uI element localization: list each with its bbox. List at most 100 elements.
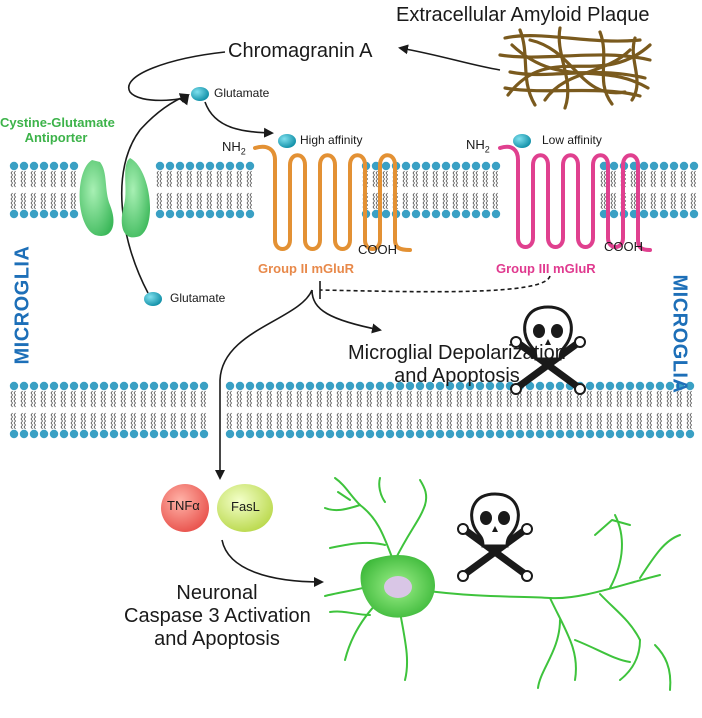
lipid-tail	[660, 170, 666, 210]
lipid-tail	[376, 390, 382, 430]
lipid-head	[165, 161, 175, 171]
receptor-to-tnf-arrow	[215, 289, 313, 480]
lipid-head	[205, 209, 215, 219]
lipid-head	[515, 429, 525, 439]
lipid-head	[485, 429, 495, 439]
lipid-head	[415, 429, 425, 439]
lipid-tail	[306, 390, 312, 430]
lipid-head	[225, 161, 235, 171]
lipid-head	[225, 381, 235, 391]
lipid-head	[139, 429, 149, 439]
lipid-head	[245, 209, 255, 219]
lipid-tail	[216, 170, 222, 210]
lipid-head	[609, 209, 619, 219]
lipid-head	[29, 209, 39, 219]
lipid-tail	[296, 390, 302, 430]
lipid-head	[9, 209, 19, 219]
glutamate-molecule-bottom	[144, 292, 162, 306]
lipid-tail	[236, 170, 242, 210]
lipid-head	[295, 381, 305, 391]
lipid-head	[679, 209, 689, 219]
lipid-tail	[196, 170, 202, 210]
lipid-head	[609, 161, 619, 171]
group2-nh2-label: NH2	[222, 139, 246, 157]
skull-crossbones-icon	[457, 492, 533, 582]
lipid-tail	[20, 170, 26, 210]
lipid-tail	[432, 170, 438, 210]
lipid-tail	[412, 170, 418, 210]
lipid-tail	[670, 170, 676, 210]
lipid-head	[555, 429, 565, 439]
lipid-tail	[406, 390, 412, 430]
lipid-head	[421, 161, 431, 171]
lipid-head	[119, 381, 129, 391]
lipid-head	[305, 429, 315, 439]
lipid-head	[295, 429, 305, 439]
lipid-head	[345, 381, 355, 391]
lipid-head	[475, 381, 485, 391]
lipid-tail	[372, 170, 378, 210]
lipid-head	[39, 209, 49, 219]
lipid-head	[69, 381, 79, 391]
lipid-tail	[206, 170, 212, 210]
lipid-tail	[636, 390, 642, 430]
lipid-tail	[236, 390, 242, 430]
lipid-tail	[616, 390, 622, 430]
lipid-head	[585, 381, 595, 391]
lipid-head	[225, 429, 235, 439]
lipid-tail	[180, 390, 186, 430]
lipid-head	[595, 381, 605, 391]
lipid-tail	[680, 170, 686, 210]
amyloid-plaque	[498, 26, 652, 110]
lipid-head	[615, 381, 625, 391]
lipid-tail	[516, 390, 522, 430]
neuronal-line2: Caspase 3 Activation	[124, 605, 311, 627]
lipid-tail	[80, 390, 86, 430]
lipid-tail	[276, 390, 282, 430]
lipid-tail	[140, 390, 146, 430]
group3-inhibition-line	[319, 275, 551, 293]
lipid-tail	[586, 390, 592, 430]
lipid-head	[659, 161, 669, 171]
lipid-head	[505, 429, 515, 439]
lipid-head	[545, 429, 555, 439]
lipid-head	[235, 209, 245, 219]
lipid-tail	[100, 390, 106, 430]
lipid-head	[485, 381, 495, 391]
lipid-tail	[286, 390, 292, 430]
lipid-head	[451, 161, 461, 171]
lipid-tail	[366, 390, 372, 430]
lipid-head	[245, 381, 255, 391]
antiporter-label: Cystine-Glutamate Antiporter	[0, 115, 115, 146]
lipid-tail	[482, 170, 488, 210]
lipid-head	[381, 209, 391, 219]
lipid-head	[109, 429, 119, 439]
lipid-head	[669, 209, 679, 219]
lipid-tail	[472, 170, 478, 210]
lipid-head	[365, 381, 375, 391]
lipid-head	[335, 429, 345, 439]
lipid-head	[381, 161, 391, 171]
lipid-head	[415, 381, 425, 391]
lipid-tail	[646, 390, 652, 430]
pathway-arrows	[120, 44, 551, 587]
microglia-label-left: MICROGLIA	[11, 245, 34, 365]
lipid-tail	[110, 390, 116, 430]
lipid-head	[635, 429, 645, 439]
lipid-tail	[496, 390, 502, 430]
lipid-head	[345, 429, 355, 439]
lipid-head	[325, 381, 335, 391]
lipid-head	[685, 429, 695, 439]
lipid-tail	[630, 170, 636, 210]
lipid-head	[169, 381, 179, 391]
lipid-tail	[456, 390, 462, 430]
neuron	[324, 477, 681, 691]
lipid-head	[605, 429, 615, 439]
group3-mglur-label: Group III mGluR	[496, 261, 596, 276]
lipid-tail	[656, 390, 662, 430]
lipid-head	[471, 161, 481, 171]
lipid-head	[255, 381, 265, 391]
lipid-tail	[40, 170, 46, 210]
lipid-head	[149, 429, 159, 439]
skull-crossbones-icon	[510, 305, 586, 395]
